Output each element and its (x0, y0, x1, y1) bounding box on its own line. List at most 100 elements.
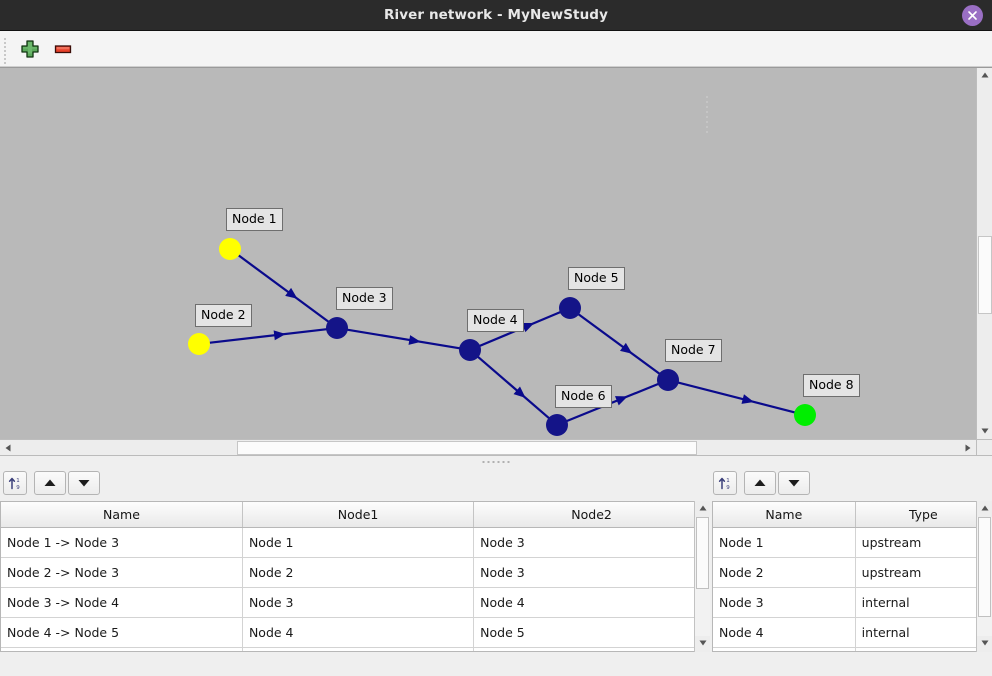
column-header-type[interactable]: Type (855, 502, 991, 528)
graph-edge[interactable] (475, 354, 552, 421)
branches-sort-button[interactable]: 1 9 (3, 471, 27, 495)
graph-node-node-3[interactable] (326, 317, 348, 339)
graph-horizontal-scrollbar[interactable] (0, 439, 976, 455)
branches-move-up-button[interactable] (34, 471, 66, 495)
cell-type[interactable]: upstream (855, 527, 991, 558)
graph-edge[interactable] (564, 381, 661, 424)
cell-name[interactable]: Node 3 (713, 587, 856, 618)
graph-node-node-1[interactable] (219, 238, 241, 260)
cell-node1[interactable]: Node 4 (242, 617, 475, 648)
graph-node-label-node-8[interactable]: Node 8 (803, 374, 860, 397)
nodes-table-row[interactable] (713, 647, 991, 651)
add-node-button[interactable] (18, 37, 42, 61)
graph-node-label-node-6[interactable]: Node 6 (555, 385, 612, 408)
nodes-move-up-button[interactable] (744, 471, 776, 495)
toolbar-drag-handle[interactable] (4, 38, 7, 64)
graph-scroll-up-button[interactable] (977, 68, 992, 84)
graph-scroll-right-button[interactable] (960, 440, 976, 455)
cell-node2[interactable] (473, 647, 709, 651)
graph-edge[interactable] (344, 328, 463, 350)
column-header-name[interactable]: Name (713, 502, 856, 528)
column-header-name[interactable]: Name (1, 502, 243, 528)
cell-node2[interactable]: Node 5 (473, 617, 709, 648)
column-header-node2[interactable]: Node2 (473, 502, 709, 528)
graph-node-label-node-5[interactable]: Node 5 (568, 267, 625, 290)
graph-vscroll-thumb[interactable] (978, 236, 992, 314)
graph-node-label-node-7[interactable]: Node 7 (665, 339, 722, 362)
sort-icon: 1 9 (8, 477, 20, 491)
cell-name[interactable]: Node 4 -> Node 5 (1, 617, 243, 648)
network-diagram-canvas[interactable]: Node 1 Node 2 Node 3 Node 4 Node 5 Node 6 Node… (0, 68, 976, 456)
branches-vertical-scrollbar[interactable] (694, 501, 710, 652)
nodes-vscroll-thumb[interactable] (978, 517, 991, 617)
graph-node-node-8[interactable] (794, 404, 816, 426)
branches-vscroll-thumb[interactable] (696, 517, 709, 589)
graph-edge[interactable] (235, 252, 332, 325)
cell-name[interactable]: Node 2 -> Node 3 (1, 557, 243, 588)
graph-node-node-7[interactable] (657, 369, 679, 391)
graph-node-node-6[interactable] (546, 414, 568, 436)
horizontal-splitter[interactable] (0, 455, 992, 468)
branches-table-row[interactable] (1, 647, 709, 651)
cell-node1[interactable]: Node 1 (242, 527, 475, 558)
cell-node2[interactable]: Node 3 (473, 527, 709, 558)
graph-node-label-node-1[interactable]: Node 1 (226, 208, 283, 231)
delete-node-button[interactable] (51, 37, 75, 61)
close-button[interactable] (962, 5, 983, 26)
graph-hscroll-thumb[interactable] (237, 441, 697, 455)
cell-name[interactable] (1, 647, 243, 651)
graph-edge[interactable] (206, 327, 330, 345)
triangle-up-icon (699, 505, 706, 511)
cell-name[interactable]: Node 1 (713, 527, 856, 558)
graph-node-label-node-3[interactable]: Node 3 (336, 287, 393, 310)
graph-edge[interactable] (675, 380, 798, 415)
branches-scroll-up-button[interactable] (695, 501, 710, 517)
graph-node-node-4[interactable] (459, 339, 481, 361)
nodes-vertical-scrollbar[interactable] (976, 501, 992, 652)
cell-name[interactable]: Node 2 (713, 557, 856, 588)
panes-drag-handle[interactable] (706, 96, 709, 136)
cell-type[interactable] (855, 647, 991, 651)
graph-node-node-5[interactable] (559, 297, 581, 319)
nodes-move-down-button[interactable] (778, 471, 810, 495)
cell-node1[interactable] (242, 647, 475, 651)
nodes-sort-button[interactable]: 1 9 (713, 471, 737, 495)
cell-node2[interactable]: Node 4 (473, 587, 709, 618)
column-header-node1[interactable]: Node1 (242, 502, 475, 528)
cell-node1[interactable]: Node 2 (242, 557, 475, 588)
cell-type[interactable]: internal (855, 587, 991, 618)
cell-name[interactable]: Node 3 -> Node 4 (1, 587, 243, 618)
cell-type[interactable]: upstream (855, 557, 991, 588)
graph-scroll-left-button[interactable] (0, 440, 16, 455)
graph-edge[interactable] (575, 311, 663, 377)
cell-node1[interactable]: Node 3 (242, 587, 475, 618)
nodes-scroll-up-button[interactable] (977, 501, 992, 517)
branches-scroll-down-button[interactable] (695, 636, 710, 652)
graph-node-label-node-4[interactable]: Node 4 (467, 309, 524, 332)
graph-scroll-down-button[interactable] (977, 424, 992, 440)
cell-node2[interactable]: Node 3 (473, 557, 709, 588)
cell-type[interactable]: internal (855, 617, 991, 648)
branches-toolbar: 1 9 (0, 468, 710, 498)
cell-name[interactable]: Node 4 (713, 617, 856, 648)
graph-node-node-2[interactable] (188, 333, 210, 355)
nodes-scroll-down-button[interactable] (977, 636, 992, 652)
cell-name[interactable]: Node 1 -> Node 3 (1, 527, 243, 558)
graph-vertical-scrollbar[interactable] (976, 68, 992, 440)
graph-node-label-node-2[interactable]: Node 2 (195, 304, 252, 327)
branches-move-down-button[interactable] (68, 471, 100, 495)
cell-name[interactable] (713, 647, 856, 651)
